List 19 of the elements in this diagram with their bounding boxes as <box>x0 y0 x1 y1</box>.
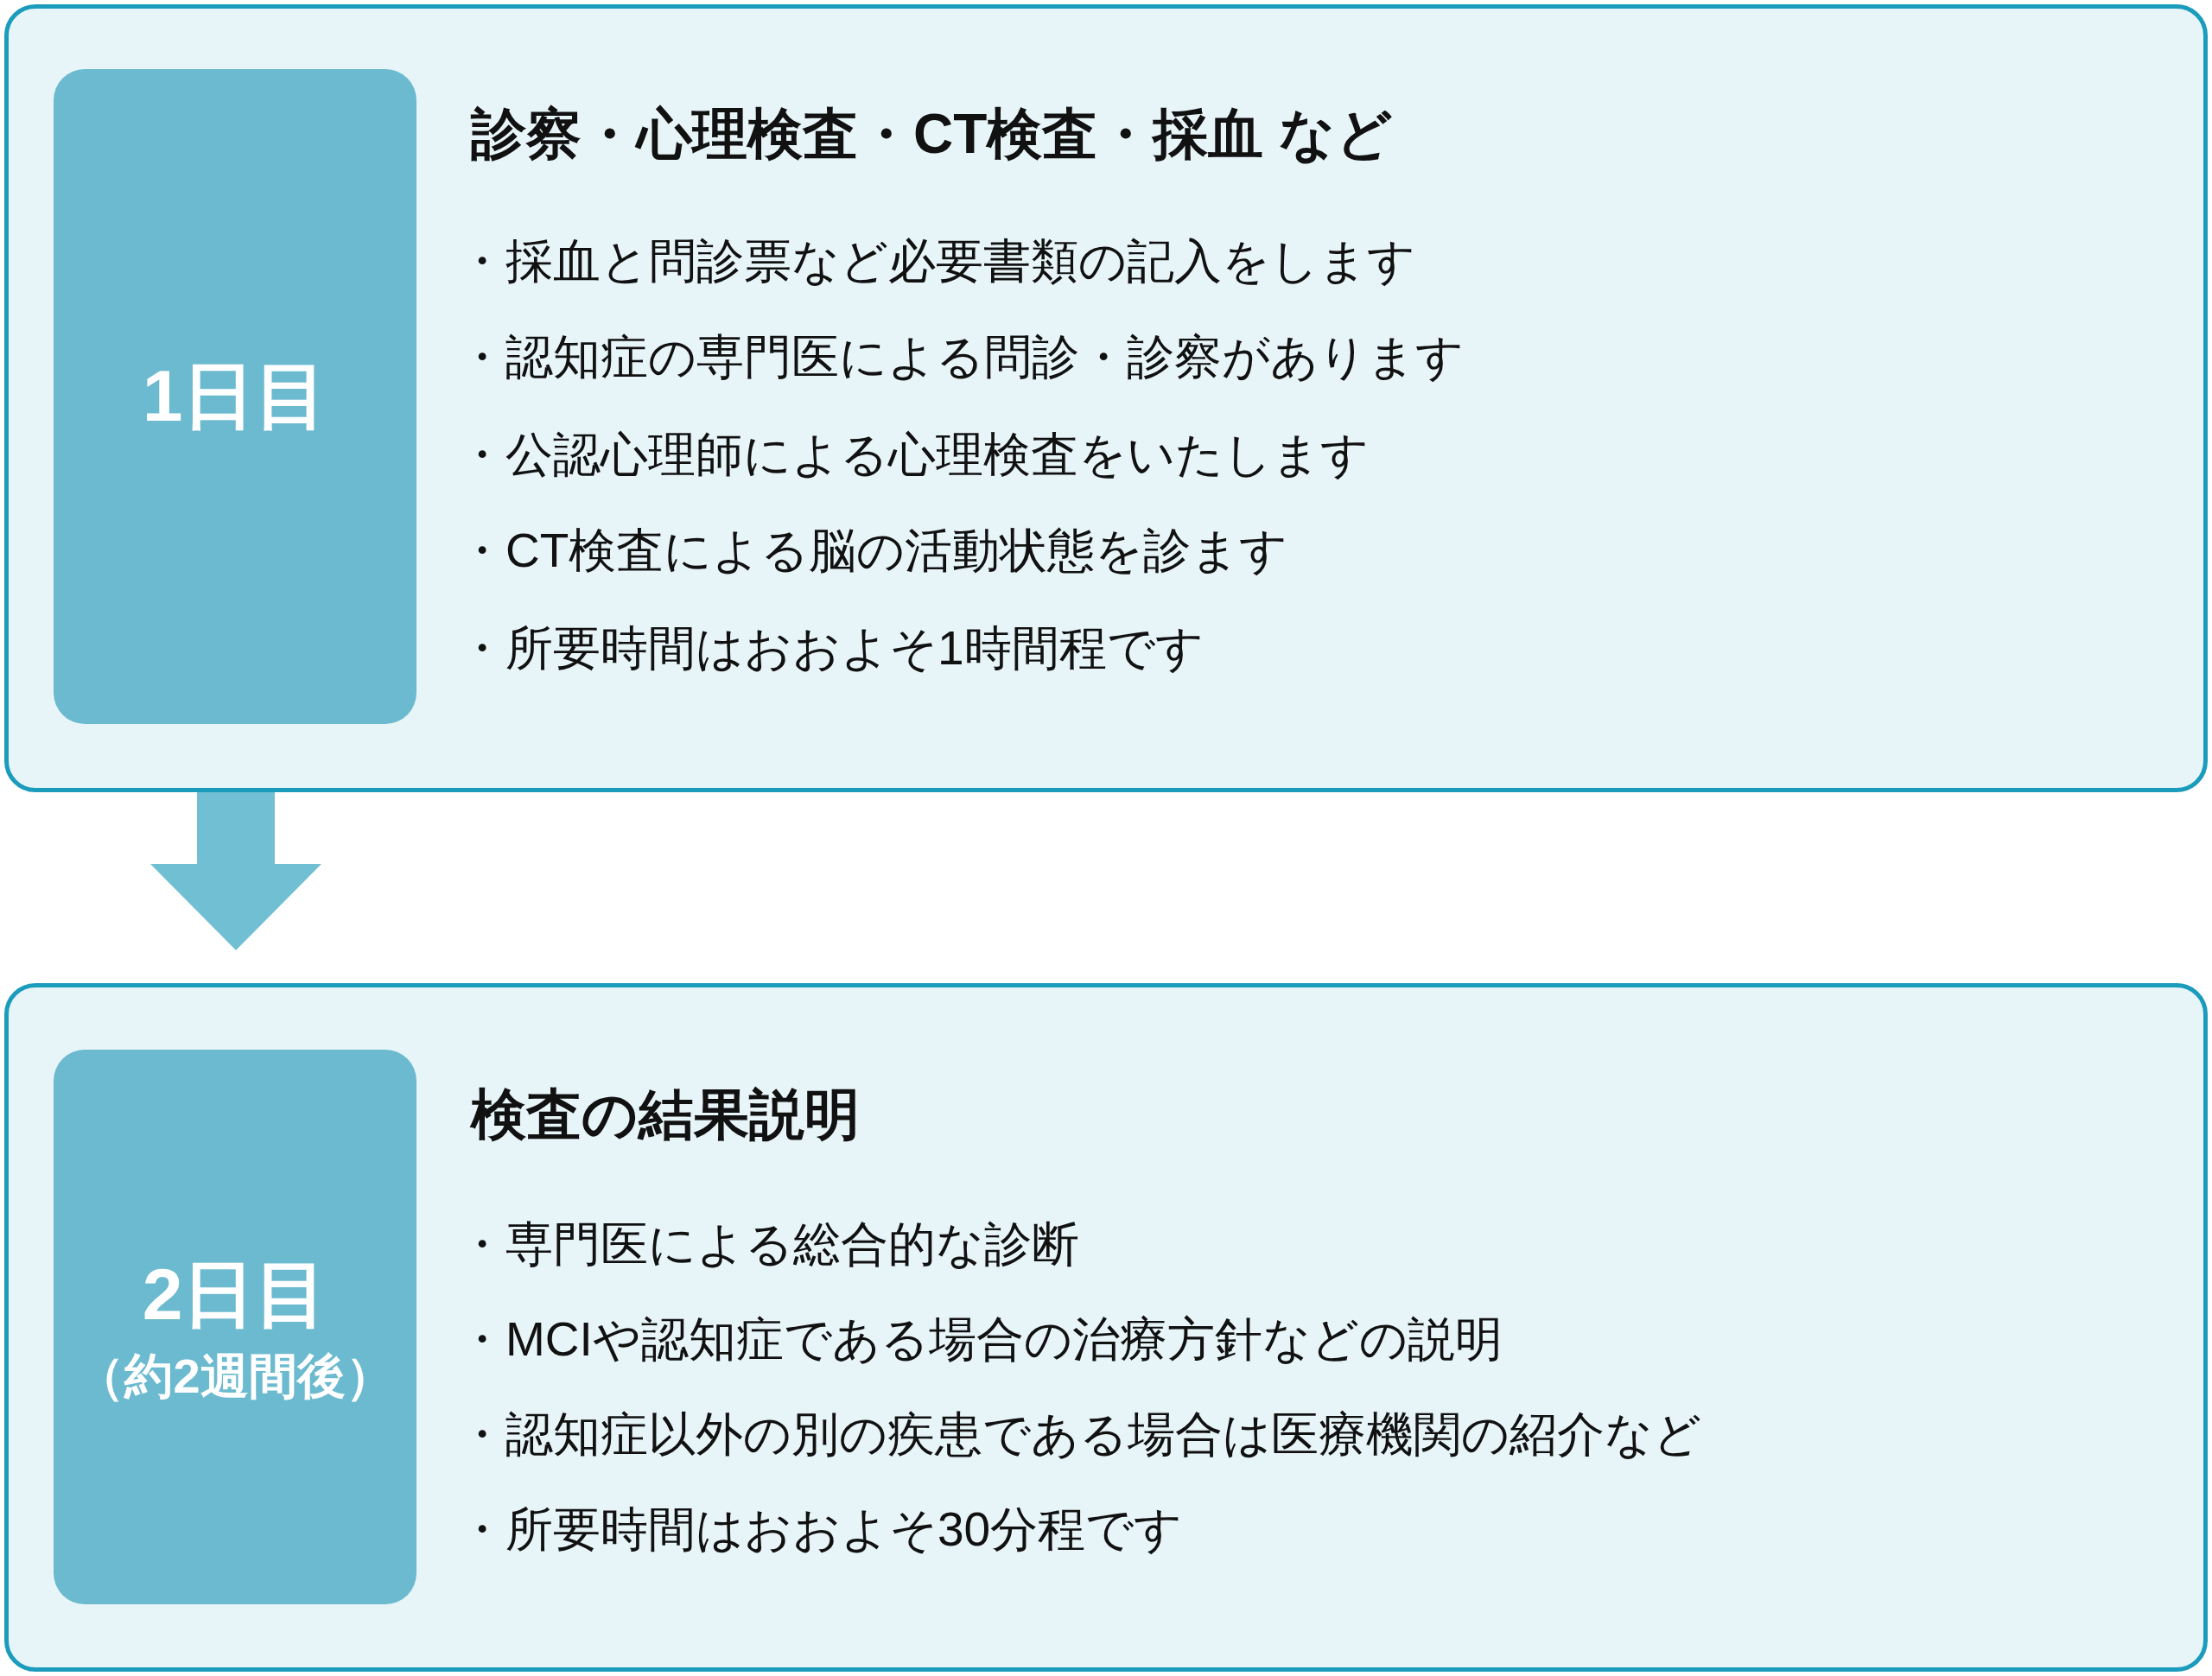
bullet-text: ・認知症の専門医による問診・診察があります <box>458 329 1464 385</box>
down-arrow <box>150 792 321 950</box>
day-label: 1日目 <box>142 354 328 439</box>
bullet-text: ・CT検査による脳の活動状態を診ます <box>458 523 1288 579</box>
bullet-text: ・採血と問診票など必要書類の記入をします <box>458 233 1415 289</box>
bullet-text: ・MCIや認知症である場合の治療方針などの説明 <box>458 1311 1503 1368</box>
day-note: （約2週間後） <box>76 1347 394 1405</box>
day-label: 2日目 <box>142 1252 328 1336</box>
step-heading: 検査の結果説明 <box>471 1082 860 1147</box>
bullet-text: ・専門医による総合的な診断 <box>458 1216 1079 1273</box>
bullet-text: ・公認心理師による心理検査をいたします <box>458 427 1369 483</box>
step-heading: 診察・心理検査・CT検査・採血 など <box>471 102 1394 167</box>
day-box <box>54 69 416 724</box>
bullet-text: ・認知症以外の別の疾患である場合は医療機関の紹介など <box>458 1406 1701 1463</box>
day-box <box>54 1050 416 1604</box>
bullet-text: ・所要時間はおおよそ1時間程です <box>458 620 1204 676</box>
step-panel <box>4 983 2208 1672</box>
step-panel <box>4 4 2208 792</box>
bullet-text: ・所要時間はおおよそ30分程です <box>458 1501 1183 1558</box>
